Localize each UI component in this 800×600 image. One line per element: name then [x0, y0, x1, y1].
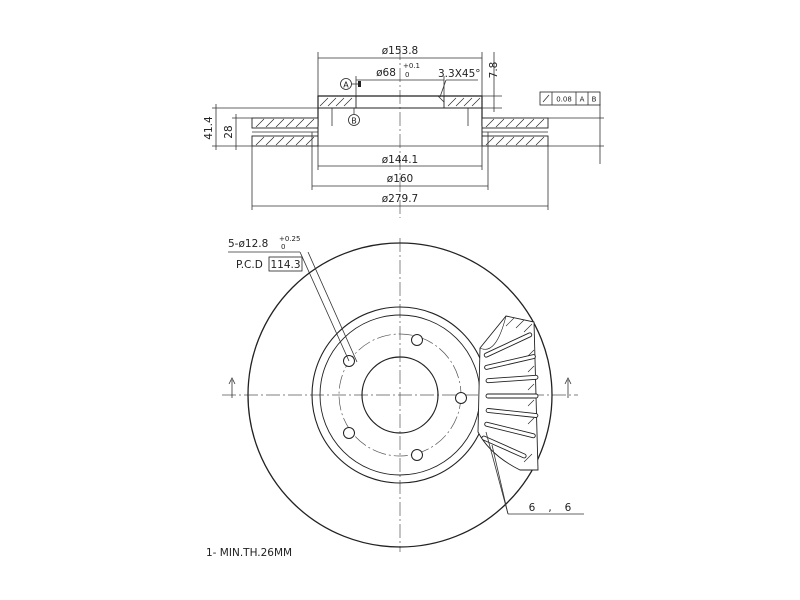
dim-friction-inner: ø160: [311, 132, 489, 190]
datum-a: A: [340, 78, 361, 90]
bolt-holes: [343, 334, 467, 461]
dim-total-height: 41.4: [203, 104, 318, 150]
vane-slots: [481, 332, 539, 459]
dim-hat-outer: ø153.8: [317, 45, 483, 96]
pcd-label: P.C.D: [236, 259, 263, 271]
rotor-section-left: [251, 117, 319, 147]
bolt-hole: [343, 427, 355, 439]
bolt-hole: [455, 392, 467, 404]
datum-a-label: A: [343, 81, 349, 90]
dim-hat-thickness-label: 7.8: [488, 62, 500, 79]
bolt-hole-tol-upper: +0.25: [279, 235, 300, 243]
hat-hatch-left: [317, 95, 357, 109]
tolerance-frame: 0.08 A B: [539, 91, 604, 164]
dim-outer-label: ø279.7: [382, 193, 418, 205]
pcd-value-box: [268, 256, 303, 272]
runout-icon: [542, 94, 550, 103]
datum-b-label: B: [351, 117, 357, 126]
center-bore: [361, 356, 439, 434]
bolt-hole-callout-label: 5-ø12.8: [228, 238, 268, 250]
dim-center-bore-label: ø68: [376, 67, 396, 79]
plan-view: 6 , 6 5-ø12.8 +0.25 0 P.C.D 114.3: [222, 235, 584, 552]
vane-value-a: 6: [529, 502, 536, 514]
dim-inner-flange-label: ø144.1: [382, 154, 418, 166]
dim-hat-thickness: 7.8: [482, 52, 502, 112]
section-marker-left: [228, 377, 236, 398]
dim-hat-outer-label: ø153.8: [382, 45, 418, 57]
pcd-callout: P.C.D 114.3: [236, 256, 303, 272]
bolt-hole-tol-lower: 0: [281, 243, 285, 251]
hat-outline: [317, 95, 483, 126]
tolerance-ref2: B: [592, 96, 597, 104]
dim-disc-thickness-label: 28: [223, 125, 235, 138]
section-view: ø153.8 ø68 +0.1 0 3.3X45° 7.8 A: [203, 45, 604, 218]
dim-friction-inner-label: ø160: [387, 173, 413, 185]
vane-hatch: [505, 317, 535, 463]
section-marker-right: [564, 377, 572, 398]
rotor-section-right: [481, 117, 549, 147]
bolt-hole-callout: 5-ø12.8 +0.25 0: [228, 235, 358, 363]
pcd-value: 114.3: [270, 259, 300, 271]
bolt-hole: [411, 334, 423, 346]
chamfer-edge: [437, 95, 445, 103]
datum-b: B: [348, 108, 360, 126]
bolt-hole: [411, 449, 423, 461]
dim-total-height-label: 41.4: [203, 116, 215, 140]
min-thickness-note: 1- MIN.TH.26MM: [206, 547, 292, 559]
dim-disc-thickness: 28: [223, 114, 252, 150]
vane-value-b: 6: [565, 502, 572, 514]
hat-hatch-right: [443, 95, 483, 109]
dim-center-bore-tol-lower: 0: [405, 71, 409, 79]
dim-inner-flange: ø144.1: [317, 146, 483, 170]
vane-cutaway: [477, 315, 539, 471]
vane-dimension: 6 , 6: [485, 431, 584, 515]
dim-center-bore-tol-upper: +0.1: [403, 62, 420, 70]
dim-chamfer: 3.3X45°: [438, 68, 481, 98]
vane-separator: ,: [548, 502, 551, 514]
dim-chamfer-label: 3.3X45°: [438, 68, 481, 80]
disc-outer-edge: [247, 242, 553, 548]
tolerance-ref1: A: [580, 96, 585, 104]
dim-center-bore: ø68 +0.1 0: [355, 62, 445, 96]
dim-outer: ø279.7: [251, 146, 549, 210]
tolerance-value: 0.08: [556, 96, 572, 104]
